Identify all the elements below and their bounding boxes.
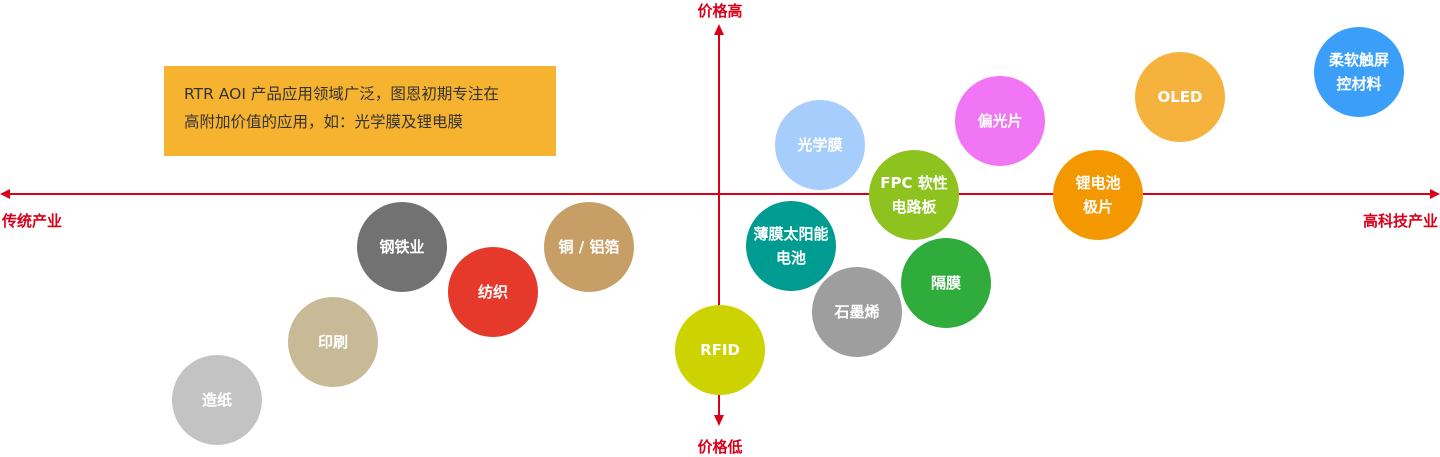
bubble-fpc: FPC 软性 电路板 bbox=[869, 150, 959, 240]
bubble-label: 薄膜太阳能 电池 bbox=[753, 225, 829, 267]
bubble-steel: 钢铁业 bbox=[357, 202, 447, 292]
bubble-paper: 造纸 bbox=[172, 355, 262, 445]
bubble-separator: 隔膜 bbox=[901, 238, 991, 328]
bubble-label: 钢铁业 bbox=[379, 238, 425, 256]
bubble-label: 锂电池 极片 bbox=[1075, 174, 1121, 216]
bubble-textile: 纺织 bbox=[448, 247, 538, 337]
bubble-label: 石墨烯 bbox=[834, 303, 880, 321]
note-line-1: RTR AOI 产品应用领域广泛，图恩初期专注在 bbox=[184, 85, 499, 103]
bubble-polarizer: 偏光片 bbox=[955, 76, 1045, 166]
axis-label-high-tech: 高科技产业 bbox=[1362, 212, 1438, 230]
bubble-label: 隔膜 bbox=[930, 274, 961, 292]
bubble-thin-film-solar: 薄膜太阳能 电池 bbox=[746, 201, 836, 291]
bubble-label: 造纸 bbox=[201, 391, 232, 409]
bubble-label: 柔软触屏 控材料 bbox=[1328, 51, 1389, 93]
bubble-label: 印刷 bbox=[317, 333, 348, 351]
description-note: RTR AOI 产品应用领域广泛，图恩初期专注在 高附加价值的应用，如：光学膜及… bbox=[164, 66, 556, 156]
bubble-label: FPC 软性 电路板 bbox=[880, 174, 948, 216]
bubble-battery-electrode: 锂电池 极片 bbox=[1053, 150, 1143, 240]
bubble-label: OLED bbox=[1157, 88, 1203, 106]
axis-label-price-high: 价格高 bbox=[697, 2, 743, 20]
bubble-rfid: RFID bbox=[675, 305, 765, 395]
bubble-label: 偏光片 bbox=[977, 112, 1023, 130]
bubble-copper-foil: 铜 / 铝箔 bbox=[544, 202, 634, 292]
note-line-2: 高附加价值的应用，如：光学膜及锂电膜 bbox=[184, 113, 464, 131]
bubble-label: 纺织 bbox=[477, 283, 508, 301]
bubble-printing: 印刷 bbox=[288, 297, 378, 387]
bubble-graphene: 石墨烯 bbox=[812, 267, 902, 357]
left-arrow bbox=[0, 189, 10, 199]
bubble-flexible-touch: 柔软触屏 控材料 bbox=[1314, 27, 1404, 117]
right-arrow bbox=[1430, 189, 1440, 199]
bubble-label: 光学膜 bbox=[797, 136, 843, 154]
up-arrow bbox=[714, 24, 724, 35]
bubble-label: RFID bbox=[700, 341, 740, 359]
axis-label-traditional: 传统产业 bbox=[2, 212, 63, 230]
bubble-oled: OLED bbox=[1135, 52, 1225, 142]
bubble-label: 铜 / 铝箔 bbox=[558, 238, 620, 256]
bubble-optical-film: 光学膜 bbox=[775, 100, 865, 190]
axis-label-price-low: 价格低 bbox=[697, 438, 743, 456]
down-arrow bbox=[714, 415, 724, 426]
